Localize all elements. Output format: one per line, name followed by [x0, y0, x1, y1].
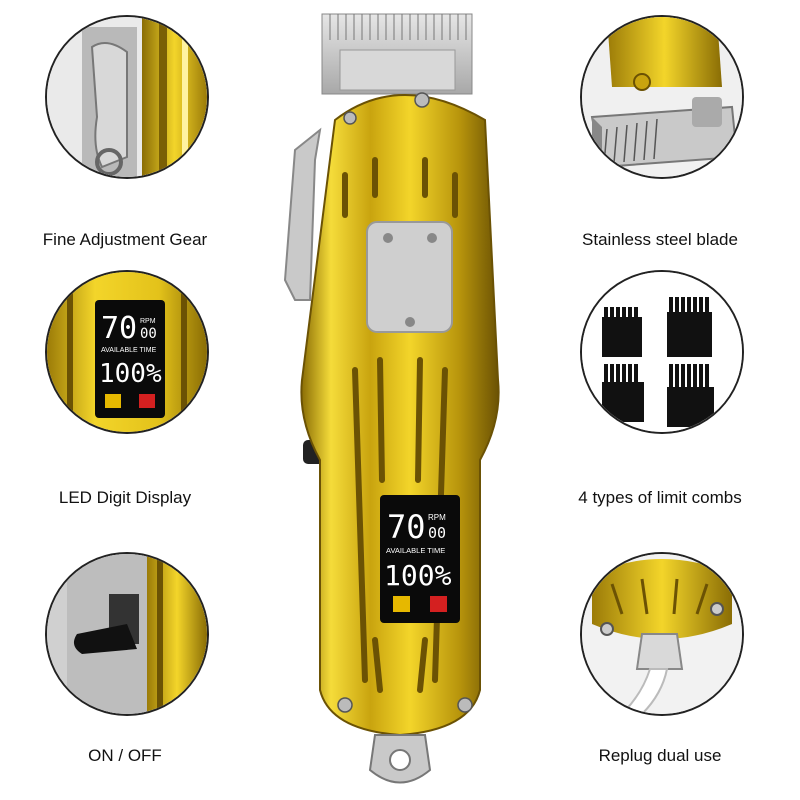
comb-icon [667, 364, 714, 427]
comb-icon [602, 364, 644, 422]
led-battery-value: 100% [99, 359, 162, 389]
display-time-label: AVAILABLE TIME [386, 546, 445, 555]
led-time-label: AVAILABLE TIME [101, 347, 157, 354]
stainless-blade-image [580, 15, 744, 179]
led-digit-display: 70 RPM 00 AVAILABLE TIME 100% [380, 495, 460, 623]
replug-illustration [582, 554, 742, 714]
top-plate [366, 221, 453, 333]
led-speed-small: 00 [140, 326, 157, 342]
comb-icon [667, 297, 712, 357]
led-rpm-label: RPM [140, 318, 156, 325]
plug-icon [635, 633, 684, 670]
display-speed-value: 70 [387, 508, 426, 546]
fine-adjustment-caption: Fine Adjustment Gear [42, 230, 208, 249]
clipper-body [300, 94, 500, 737]
display-rpm-label: RPM [428, 513, 446, 522]
limit-combs-caption: 4 types of limit combs [578, 488, 742, 507]
on-off-switch-image [45, 552, 209, 716]
limit-combs-illustration [582, 272, 742, 432]
adjustment-lever[interactable] [283, 127, 322, 301]
led-display-illustration: 70 RPM 00 AVAILABLE TIME 100% [47, 272, 207, 432]
led-display-image: 70 RPM 00 AVAILABLE TIME 100% [45, 270, 209, 434]
stainless-blade-caption: Stainless steel blade [582, 230, 738, 249]
replug-caption: Replug dual use [598, 746, 722, 765]
led-yellow-indicator-icon [105, 394, 121, 408]
comb-icon [602, 307, 642, 357]
hair-clipper-product: 70 RPM 00 AVAILABLE TIME 100% [283, 13, 500, 784]
power-switch-icon [73, 624, 137, 654]
on-off-illustration [47, 554, 207, 714]
led-red-indicator-icon [139, 394, 155, 408]
on-off-caption: ON / OFF [88, 746, 162, 765]
display-red-indicator-icon [430, 596, 447, 612]
limit-combs-image [580, 270, 744, 434]
replug-image [580, 552, 744, 716]
led-display-caption: LED Digit Display [58, 488, 192, 507]
fine-adjustment-gear-image [45, 15, 209, 179]
display-yellow-indicator-icon [393, 596, 410, 612]
display-speed-small: 00 [428, 524, 446, 542]
led-speed-value: 70 [101, 311, 137, 346]
adjustment-gear-illustration [47, 17, 207, 177]
blade-illustration [582, 17, 742, 177]
clipper-blade [321, 13, 473, 95]
display-battery-value: 100% [384, 559, 452, 592]
